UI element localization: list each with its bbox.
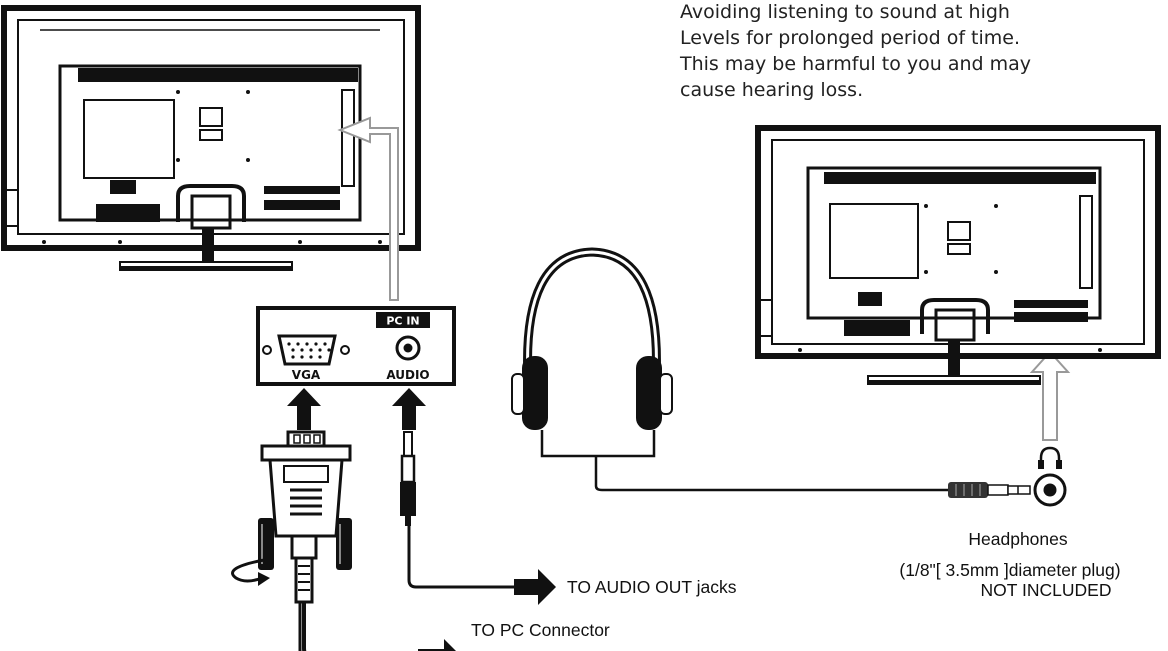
right-tv-rear xyxy=(755,125,1161,385)
headphone-jack-icon xyxy=(1038,446,1062,469)
left-tv-input-arrow xyxy=(337,116,399,301)
hearing-warning: Avoiding listening to sound at high Leve… xyxy=(679,1,1031,101)
right-tv-input-arrow xyxy=(1029,350,1071,441)
warning-line-1: Avoiding listening to sound at high xyxy=(680,1,1010,23)
to-audio-out-arrow xyxy=(514,569,556,605)
vga-cable-connector xyxy=(258,430,352,604)
to-pc-arrow xyxy=(418,639,456,651)
pc-in-header-badge xyxy=(376,312,430,328)
audio-up-arrow xyxy=(392,388,426,430)
pc-in-header: PC IN xyxy=(386,315,419,328)
to-pc-label: TO PC Connector xyxy=(471,620,610,640)
warning-line-3: This may be harmful to you and may xyxy=(679,53,1031,75)
audio-cable xyxy=(407,526,516,589)
headphones-not-included: NOT INCLUDED xyxy=(981,580,1112,600)
audio-cable-plug xyxy=(400,431,416,526)
headphones-illustration xyxy=(511,247,1031,498)
vga-cable xyxy=(302,602,307,651)
rotate-arrow-icon xyxy=(231,558,265,583)
pc-in-panel: PC IN VGA AUDIO xyxy=(256,306,456,386)
vga-label: VGA xyxy=(292,368,321,382)
vga-screw-right xyxy=(340,345,350,355)
headphones-caption: Headphones (1/8"[ 3.5mm ]diameter plug) … xyxy=(899,529,1120,600)
vga-up-arrow xyxy=(287,388,321,430)
warning-line-4: cause hearing loss. xyxy=(680,79,863,101)
headphones-title: Headphones xyxy=(968,529,1067,549)
vga-port xyxy=(277,334,337,366)
vga-pins xyxy=(287,342,331,359)
warning-line-2: Levels for prolonged period of time. xyxy=(680,27,1020,49)
headphones-plug-spec: (1/8"[ 3.5mm ]diameter plug) xyxy=(899,560,1120,580)
audio-label: AUDIO xyxy=(386,368,429,382)
vga-screw-left xyxy=(262,345,272,355)
left-tv-rear xyxy=(1,5,421,271)
to-audio-out-label: TO AUDIO OUT jacks xyxy=(567,577,737,597)
